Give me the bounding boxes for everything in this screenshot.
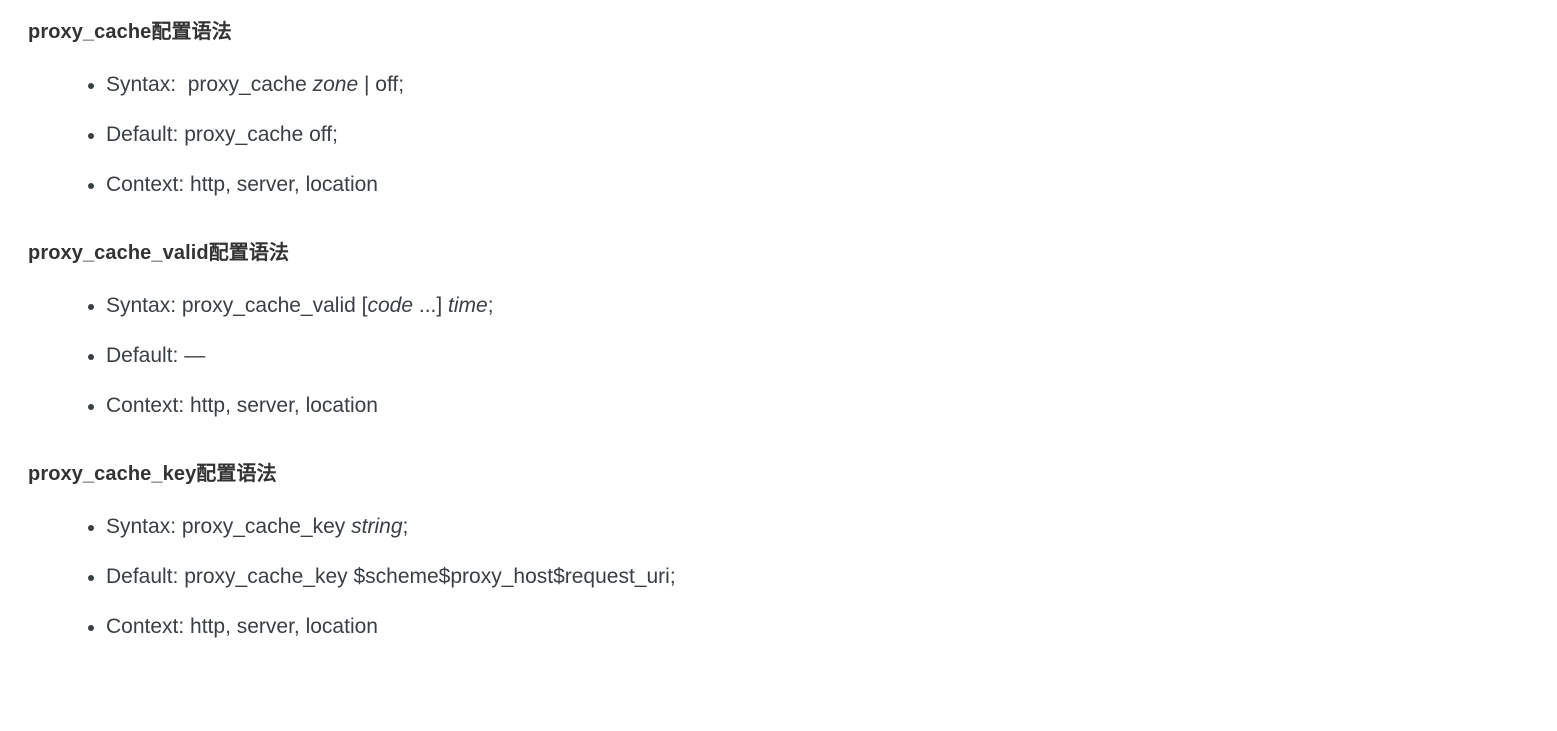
plain-text: ; — [487, 294, 494, 317]
list-item: Context: http, server, location — [0, 602, 1557, 652]
plain-text: Default: proxy_cache off; — [106, 123, 338, 146]
emphasis-text: zone — [312, 73, 359, 96]
syntax-bullet-list: Syntax: proxy_cache zone | off; Default: … — [0, 60, 1557, 210]
sections-container: proxy_cache配置语法 Syntax: proxy_cache zone … — [0, 16, 1557, 652]
plain-text: ...] — [413, 294, 449, 317]
list-item: Default: — — [0, 331, 1557, 381]
heading-list-spacer — [0, 48, 1557, 60]
list-item: Default: proxy_cache_key $scheme$proxy_h… — [0, 552, 1557, 602]
plain-text: Context: http, server, location — [106, 394, 378, 417]
plain-text: Context: http, server, location — [106, 615, 378, 638]
syntax-bullet-list: Syntax: proxy_cache_valid [code ...] tim… — [0, 281, 1557, 431]
list-item: Syntax: proxy_cache_valid [code ...] tim… — [0, 281, 1557, 331]
section-spacer — [0, 210, 1557, 237]
section-spacer — [0, 431, 1557, 458]
plain-text: Default: proxy_cache_key $scheme$proxy_h… — [106, 565, 676, 588]
plain-text: Context: http, server, location — [106, 173, 378, 196]
plain-text: Syntax: proxy_cache — [106, 73, 313, 96]
plain-text: Default: — — [106, 344, 206, 367]
plain-text: Syntax: proxy_cache_key — [106, 515, 352, 538]
doc-section: proxy_cache_valid配置语法 Syntax: proxy_cache… — [0, 237, 1557, 458]
list-item: Default: proxy_cache off; — [0, 110, 1557, 160]
section-heading: proxy_cache_valid配置语法 — [28, 242, 290, 264]
list-item: Syntax: proxy_cache_key string; — [0, 502, 1557, 552]
emphasis-text: time — [448, 294, 488, 317]
section-heading: proxy_cache_key配置语法 — [28, 463, 277, 485]
doc-section: proxy_cache_key配置语法 Syntax: proxy_cache_k… — [0, 458, 1557, 652]
doc-section: proxy_cache配置语法 Syntax: proxy_cache zone … — [0, 16, 1557, 237]
heading-list-spacer — [0, 269, 1557, 281]
plain-text: | off; — [358, 73, 405, 96]
emphasis-text: code — [367, 294, 414, 317]
emphasis-text: string — [351, 515, 403, 538]
section-heading: proxy_cache配置语法 — [28, 21, 232, 43]
list-item: Context: http, server, location — [0, 160, 1557, 210]
list-item: Syntax: proxy_cache zone | off; — [0, 60, 1557, 110]
list-item: Context: http, server, location — [0, 381, 1557, 431]
plain-text: Syntax: proxy_cache_valid [ — [106, 294, 368, 317]
heading-list-spacer — [0, 490, 1557, 502]
syntax-bullet-list: Syntax: proxy_cache_key string; Default: … — [0, 502, 1557, 652]
plain-text: ; — [402, 515, 409, 538]
